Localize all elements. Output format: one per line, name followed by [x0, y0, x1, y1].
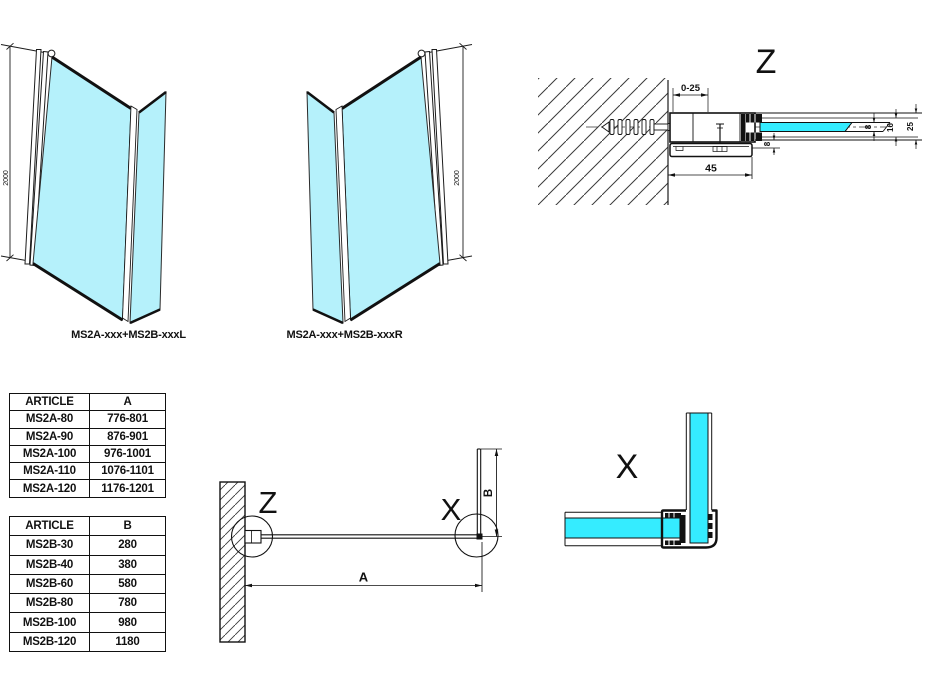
table-b-header-article: ARTICLE	[9, 515, 90, 537]
article-cell: MS2A-100	[9, 444, 90, 464]
table-row: MS2B-60 580	[9, 573, 166, 595]
corner-connector-bar	[122, 105, 138, 323]
main-glass-panel	[32, 55, 132, 322]
table-a-header-article: ARTICLE	[9, 392, 90, 412]
article-cell: MS2A-80	[9, 410, 90, 429]
table-a-header-a: A	[89, 392, 166, 412]
mirrored-geometry	[306, 42, 473, 325]
article-cell: MS2B-40	[9, 554, 90, 575]
article-cell: MS2A-110	[9, 462, 90, 481]
plan-view-drawing: Z X B A	[219, 448, 502, 643]
panel-drawing-left: 2000	[0, 42, 167, 325]
plan-callout-z: Z	[259, 485, 278, 520]
glass-pane-section	[759, 122, 891, 132]
dim-profile-width-value: 45	[705, 163, 717, 175]
glass-pocket-lines	[741, 112, 922, 141]
dim-wall-gap	[672, 88, 709, 112]
floor-bracket-section	[669, 142, 753, 158]
value-cell: 1176-1201	[89, 479, 166, 498]
detail-z-title: Z	[756, 43, 777, 81]
value-cell: 1076-1101	[89, 462, 166, 481]
dim-b	[481, 448, 502, 537]
detail-x-drawing: X	[564, 412, 718, 549]
table-row: MS2B-100 980	[9, 612, 166, 633]
table-row: MS2A-100 976-1001	[9, 444, 166, 464]
dim-bottom-lip	[752, 133, 780, 155]
corner-connector-bar	[335, 105, 351, 323]
glass-plan-lines	[261, 448, 483, 540]
dim-wall-gap-value: 0-25	[681, 83, 701, 94]
wall-profile-plan	[244, 529, 262, 544]
dim-profile-height	[914, 104, 918, 149]
article-cell: MS2B-30	[9, 535, 90, 556]
article-cell: MS2A-90	[9, 427, 90, 446]
article-cell: MS2A-120	[9, 479, 90, 498]
detail-callout-circle-x	[454, 513, 499, 558]
panel-right-height-dim: 2000	[454, 170, 461, 186]
corner-connector-profile	[660, 509, 718, 549]
panel-drawing-right: 2000	[306, 42, 473, 325]
table-b-header-b: B	[89, 515, 166, 537]
detail-x-title: X	[616, 448, 639, 486]
table-ms2a: ARTICLE A MS2A-80 776-801 MS2A-90 876-90…	[9, 392, 166, 498]
wall-profile-section	[669, 112, 756, 153]
table-row: ARTICLE B	[9, 515, 166, 537]
table-row: MS2B-30 280	[9, 535, 166, 556]
dim-profile-width	[668, 157, 753, 179]
dim-pocket-depth	[894, 109, 898, 146]
article-cell: MS2B-100	[9, 612, 90, 633]
value-cell: 280	[89, 535, 166, 556]
vertical-glass-assembly	[685, 412, 713, 544]
value-cell: 580	[89, 573, 166, 595]
table-row: MS2B-120 1180	[9, 631, 166, 653]
return-glass-panel	[129, 90, 167, 325]
panel-right-label: MS2A-xxx+MS2B-xxxR	[286, 329, 403, 341]
glass-clamp-gasket	[741, 114, 762, 141]
horizontal-glass-assembly	[564, 511, 682, 547]
wall-hatch	[538, 78, 668, 205]
dim-b-label: B	[483, 489, 495, 497]
dim-profile-height-value: 25	[906, 122, 915, 131]
article-cell: MS2B-120	[9, 631, 90, 653]
dim-a-label: A	[359, 570, 369, 585]
table-row: MS2A-80 776-801	[9, 410, 166, 429]
table-row: MS2A-120 1176-1201	[9, 479, 166, 498]
value-cell: 1180	[89, 631, 166, 653]
wall-plan	[219, 481, 246, 643]
value-cell: 776-801	[89, 410, 166, 429]
value-cell: 980	[89, 612, 166, 633]
dim-a	[244, 542, 483, 592]
plan-callout-x: X	[441, 492, 462, 527]
dim-bottom-lip-value: 8	[763, 141, 772, 146]
panel-left-label: MS2A-xxx+MS2B-xxxL	[71, 329, 186, 341]
value-cell: 976-1001	[89, 444, 166, 464]
table-row: MS2B-80 780	[9, 593, 166, 614]
table-row: MS2B-40 380	[9, 554, 166, 575]
detail-callout-circle-z	[230, 515, 274, 558]
article-cell: MS2B-80	[9, 593, 90, 614]
main-glass-panel	[341, 55, 441, 322]
dim-pocket-depth-value: 16	[886, 123, 895, 132]
wall-profile-bar	[417, 49, 449, 267]
table-row: MS2A-90 876-901	[9, 427, 166, 446]
value-cell: 780	[89, 593, 166, 614]
return-glass-panel	[306, 90, 344, 325]
dim-glass-thickness	[872, 113, 876, 141]
table-row: ARTICLE A	[9, 392, 166, 412]
article-cell: MS2B-60	[9, 573, 90, 595]
dim-glass-thickness-value: 8	[864, 124, 873, 129]
value-cell: 380	[89, 554, 166, 575]
value-cell: 876-901	[89, 427, 166, 446]
detail-z-drawing: Z	[538, 43, 922, 205]
panel-left-height-dim: 2000	[3, 170, 10, 186]
table-row: MS2A-110 1076-1101	[9, 462, 166, 481]
table-ms2b: ARTICLE B MS2B-30 280 MS2B-40 380 MS2B-6…	[9, 515, 166, 653]
